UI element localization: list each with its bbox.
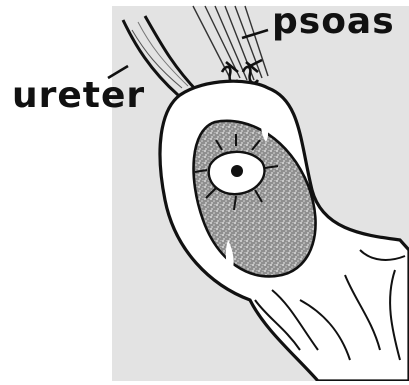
psoas-label: psoas <box>272 4 395 40</box>
ureter-label: ureter <box>12 78 145 114</box>
